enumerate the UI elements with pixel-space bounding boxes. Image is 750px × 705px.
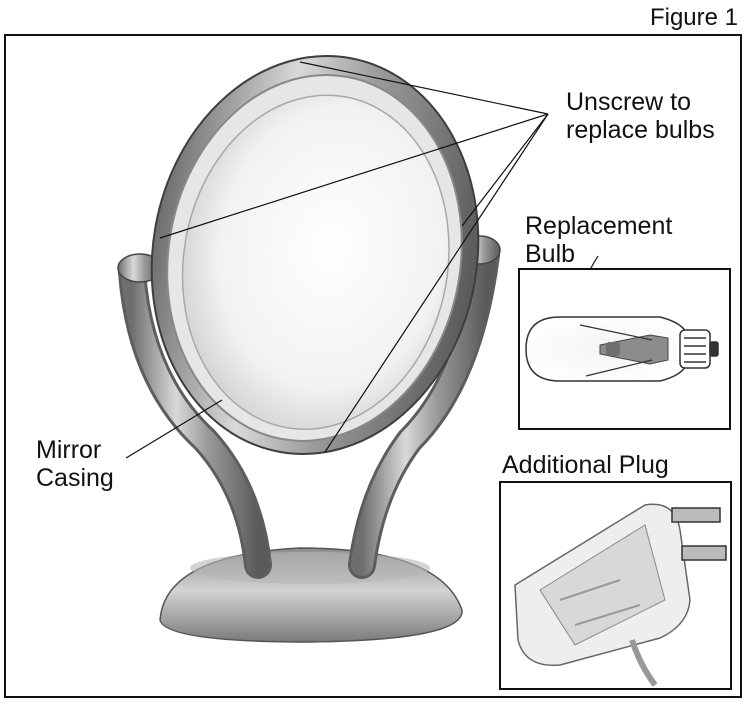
label-replacement-line2: Bulb xyxy=(525,240,576,268)
label-unscrew-line2: replace bulbs xyxy=(566,116,715,144)
label-replacement-bulb: Replacement Bulb xyxy=(525,212,672,268)
replacement-bulb-inset xyxy=(518,268,731,430)
mirror-casing xyxy=(150,55,480,455)
label-mirror-line2: Casing xyxy=(36,464,114,492)
label-unscrew-line1: Unscrew to xyxy=(566,88,692,116)
figure-title: Figure 1 xyxy=(649,4,738,31)
mirror-base xyxy=(159,547,463,643)
label-additional-plug: Additional Plug xyxy=(502,451,669,479)
label-mirror-casing: Mirror Casing xyxy=(36,436,114,492)
label-replacement-line1: Replacement xyxy=(525,212,673,240)
additional-plug-inset xyxy=(499,481,732,690)
figure-frame xyxy=(4,34,742,698)
label-mirror-line1: Mirror xyxy=(36,436,102,464)
label-unscrew-to-replace-bulbs: Unscrew to replace bulbs xyxy=(566,88,715,144)
bulb-screw-base xyxy=(679,329,719,369)
